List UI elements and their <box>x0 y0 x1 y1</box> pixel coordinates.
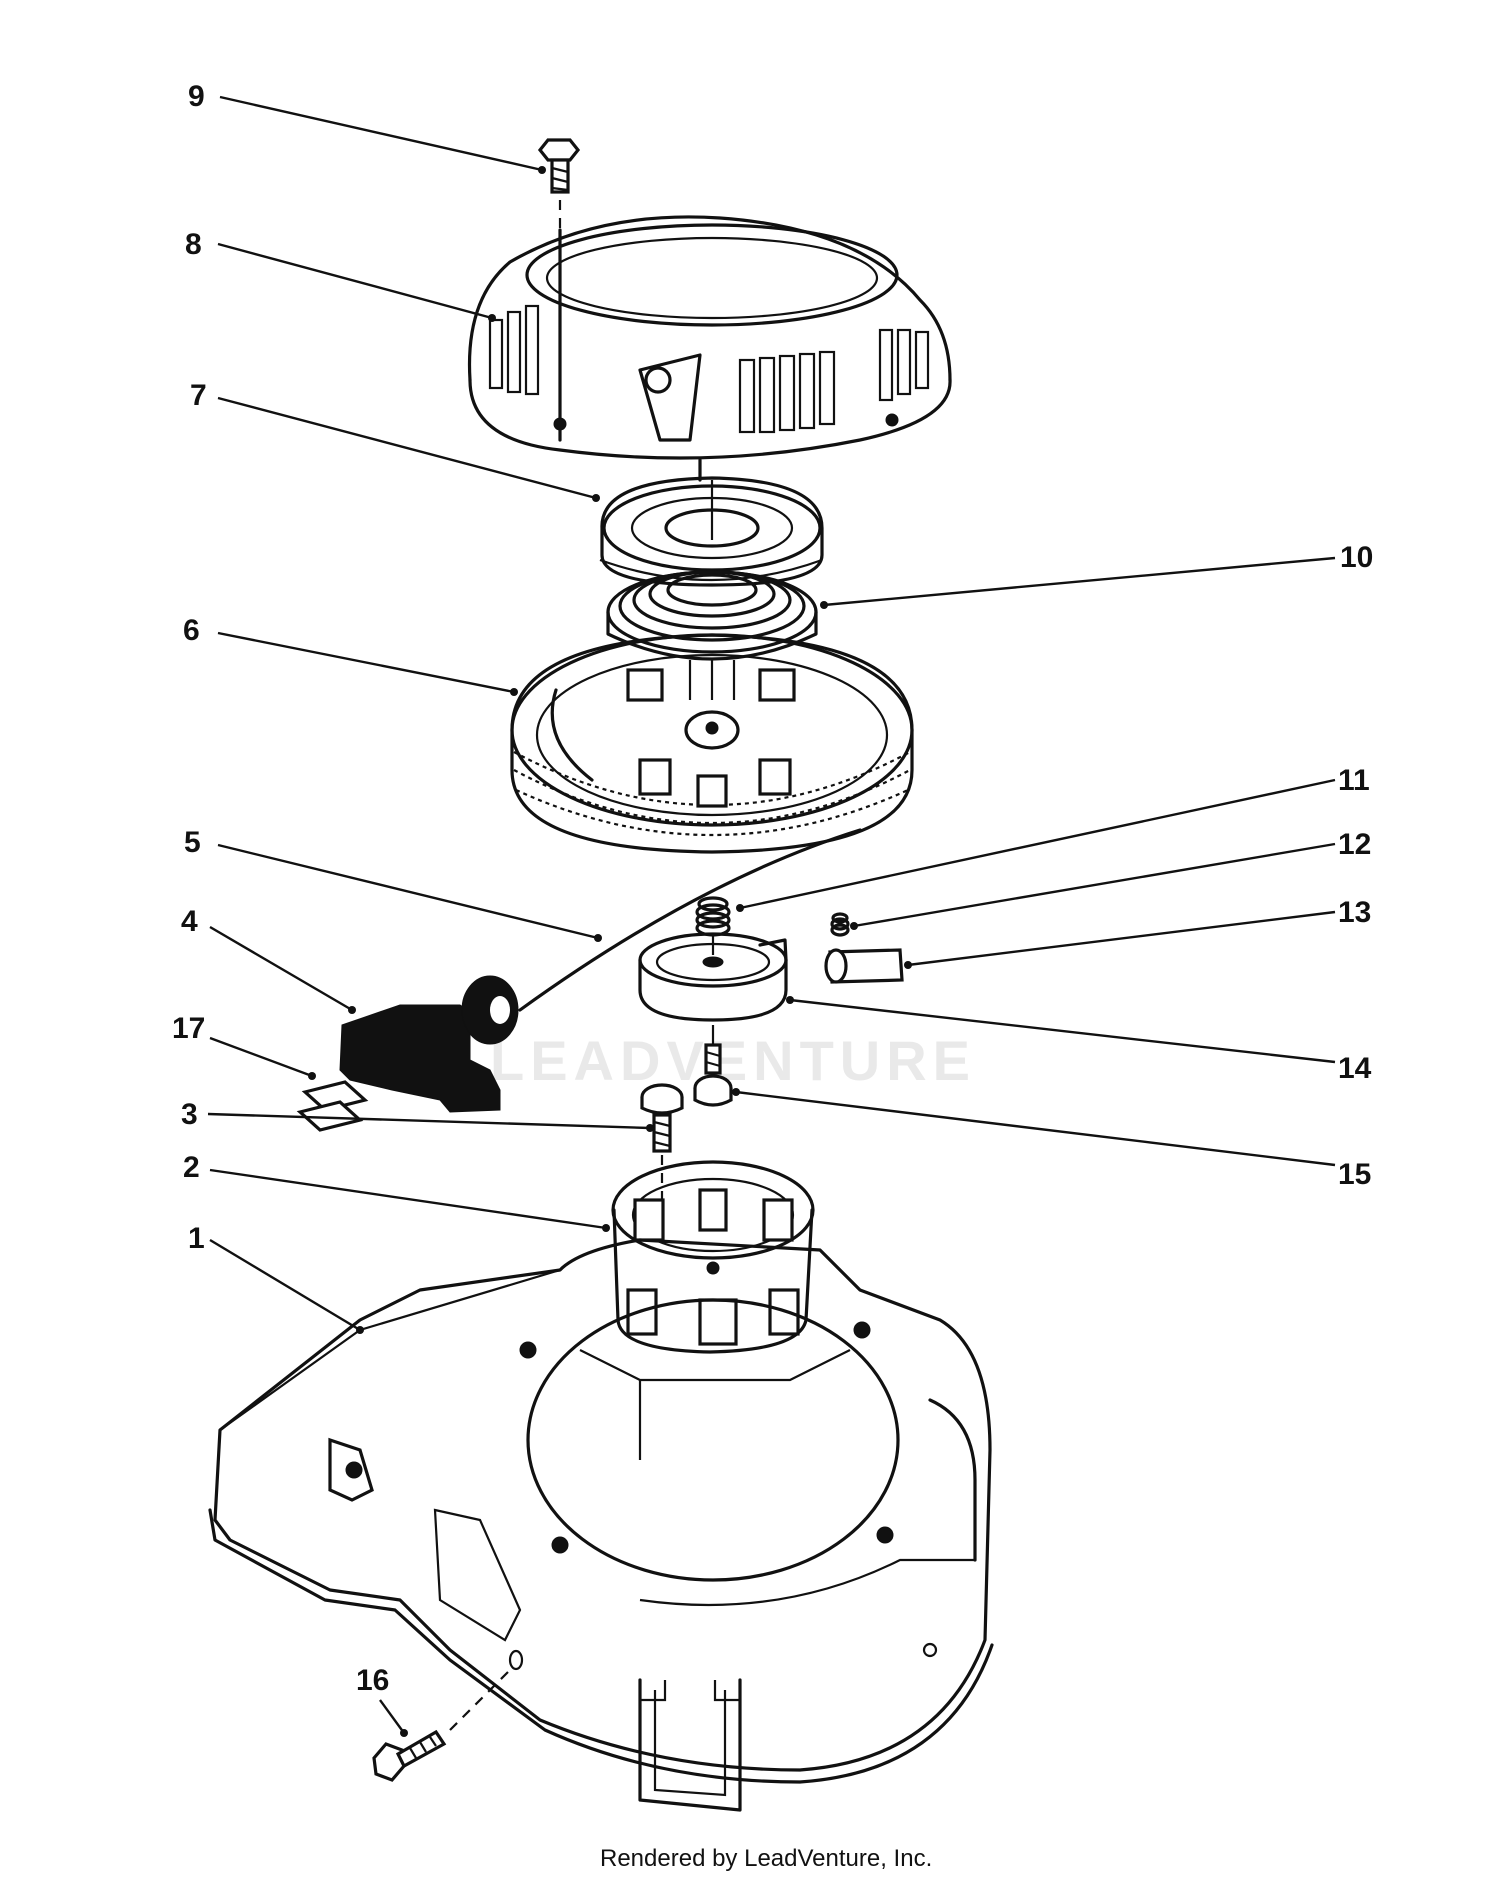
part-8-starter-cover[interactable] <box>467 215 952 482</box>
callout-labels: 1 2 3 4 5 6 7 8 9 10 11 12 13 14 15 16 1… <box>172 80 1373 1697</box>
part-9-bolt[interactable] <box>537 138 581 240</box>
callout-3: 3 <box>181 1098 198 1131</box>
callout-4: 4 <box>181 905 198 938</box>
part-12-small-spring[interactable] <box>830 912 850 937</box>
watermark-text: LEADVENTURE <box>490 1029 976 1092</box>
callout-6: 6 <box>183 614 200 647</box>
callout-15: 15 <box>1338 1158 1371 1191</box>
callout-13: 13 <box>1338 896 1371 929</box>
part-5-starter-rope[interactable] <box>518 828 862 1012</box>
part-10-recoil-spring[interactable] <box>606 570 818 661</box>
part-3-bolt[interactable] <box>640 1083 684 1230</box>
part-2-starter-cup[interactable] <box>611 1160 815 1354</box>
callout-11: 11 <box>1338 764 1370 797</box>
footer-credit: Rendered by LeadVenture, Inc. <box>600 1845 932 1872</box>
callout-2: 2 <box>183 1151 200 1184</box>
callout-9: 9 <box>188 80 205 113</box>
part-6-rope-pulley-housing[interactable] <box>510 633 914 854</box>
part-4-starter-handle[interactable] <box>339 975 519 1113</box>
part-16-screw[interactable] <box>372 1669 511 1782</box>
part-14-ratchet-cup[interactable] <box>638 932 788 1022</box>
callout-12: 12 <box>1338 828 1371 861</box>
callout-17: 17 <box>172 1012 205 1045</box>
cover-vent-slots <box>488 304 930 434</box>
callout-16: 16 <box>356 1664 389 1697</box>
part-15-screw[interactable] <box>693 1025 733 1107</box>
callout-1: 1 <box>188 1222 205 1255</box>
part-17-insert[interactable] <box>296 1080 369 1132</box>
callout-14: 14 <box>1338 1052 1372 1085</box>
part-13-pawl[interactable] <box>824 948 904 984</box>
callout-5: 5 <box>184 826 201 859</box>
part-1-blower-housing[interactable] <box>208 1238 994 1812</box>
part-7-pulley[interactable] <box>599 476 824 587</box>
callout-10: 10 <box>1340 541 1373 574</box>
callout-8: 8 <box>185 228 202 261</box>
callout-7: 7 <box>190 379 207 412</box>
part-11-spring[interactable] <box>695 896 731 937</box>
leader-lines <box>207 95 1336 1737</box>
